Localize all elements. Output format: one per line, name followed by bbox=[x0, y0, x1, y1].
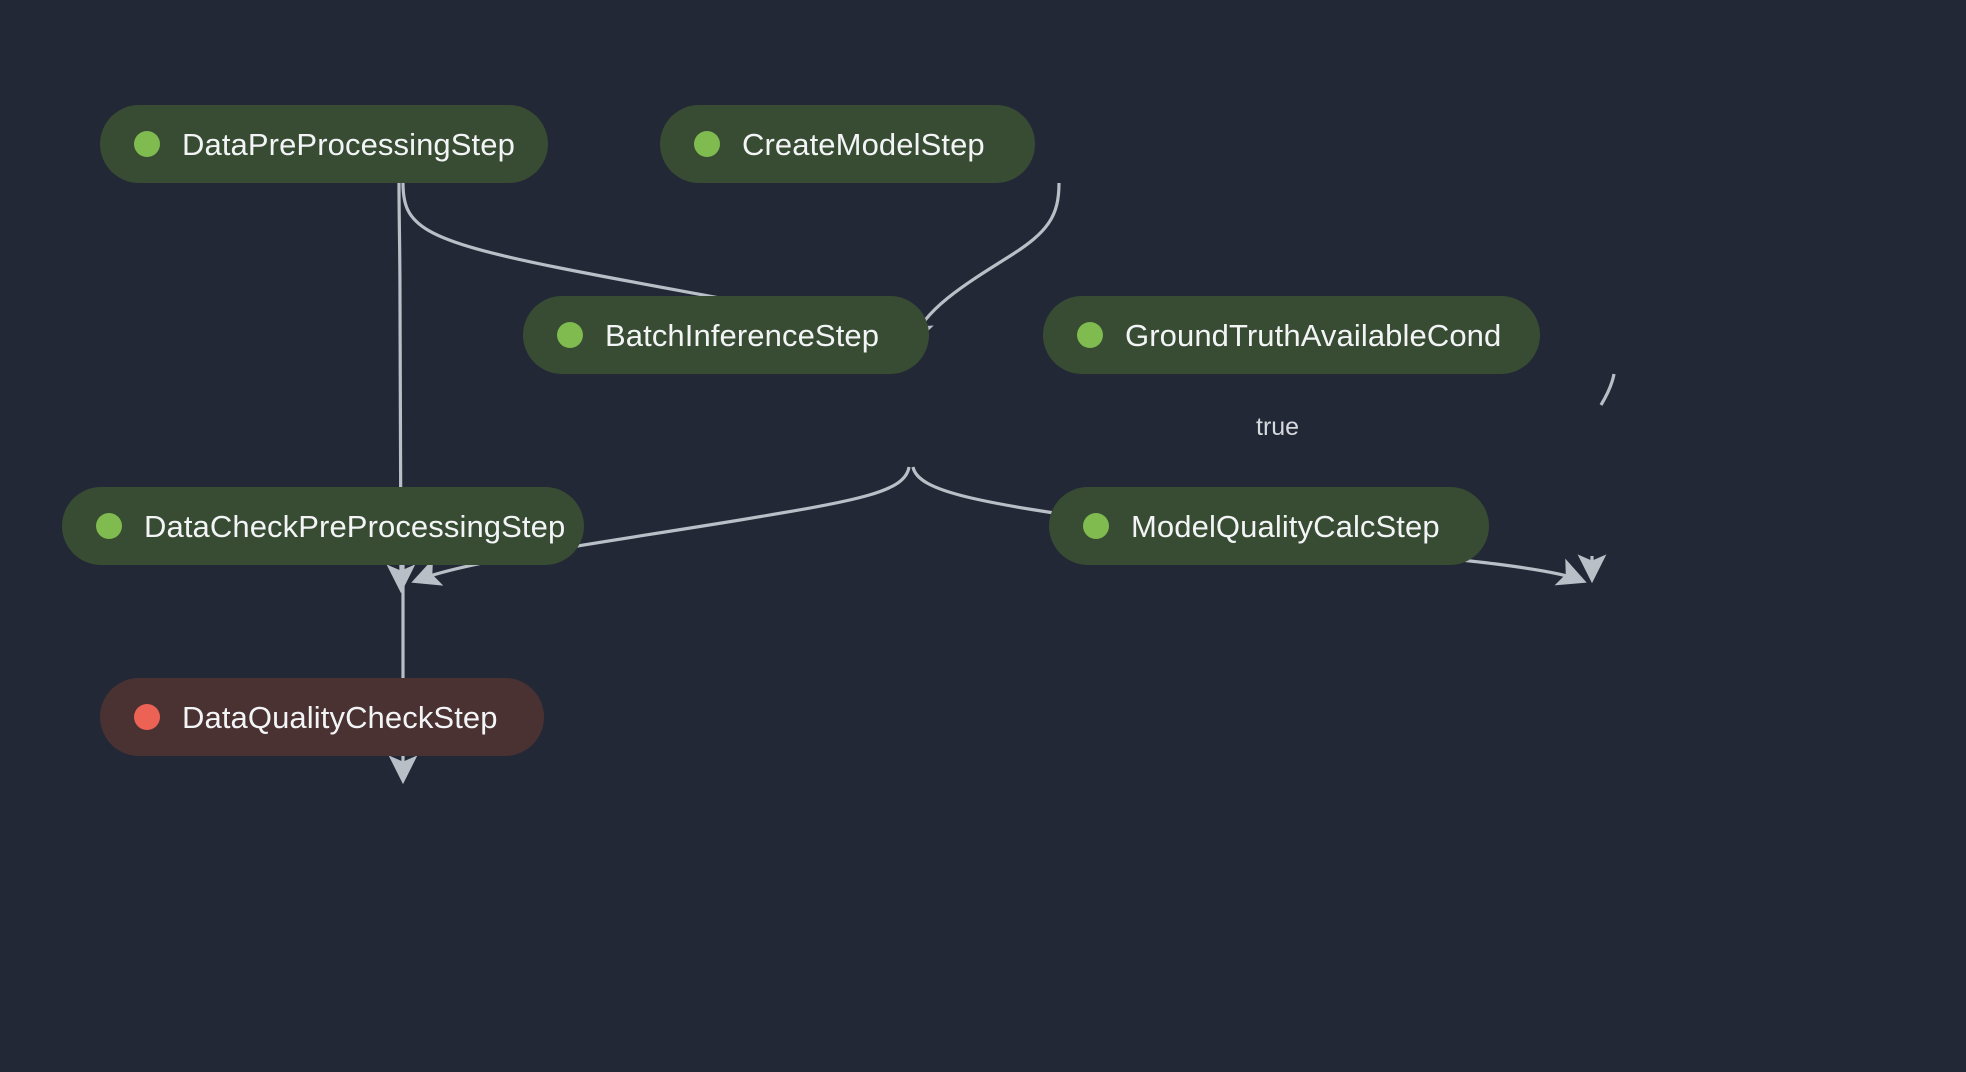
status-dot-icon bbox=[557, 322, 583, 348]
node-label: GroundTruthAvailableCond bbox=[1125, 317, 1502, 353]
node-label: DataCheckPreProcessingStep bbox=[144, 508, 566, 544]
node-label: BatchInferenceStep bbox=[605, 317, 880, 353]
node-label: DataPreProcessingStep bbox=[182, 126, 515, 162]
node-batch-inference-step[interactable]: BatchInferenceStep bbox=[523, 296, 929, 374]
node-label: ModelQualityCalcStep bbox=[1131, 508, 1440, 544]
status-dot-icon bbox=[134, 704, 160, 730]
edge-label-true: true bbox=[1256, 413, 1300, 441]
edge-path-createmodel-to-batchinference bbox=[906, 182, 1061, 348]
node-model-quality-calc-step[interactable]: ModelQualityCalcStep bbox=[1049, 487, 1489, 565]
node-data-check-pre-processing-step[interactable]: DataCheckPreProcessingStep bbox=[62, 487, 584, 565]
node-data-pre-processing-step[interactable]: DataPreProcessingStep bbox=[100, 105, 548, 183]
status-dot-icon bbox=[1083, 513, 1109, 539]
status-dot-icon bbox=[694, 131, 720, 157]
status-dot-icon bbox=[96, 513, 122, 539]
node-ground-truth-available-cond[interactable]: GroundTruthAvailableCond bbox=[1043, 296, 1540, 374]
edge-path-groundtruthcond-to-modelqualitycalc-upper bbox=[1599, 373, 1616, 406]
node-label: CreateModelStep bbox=[742, 126, 985, 162]
status-dot-icon bbox=[134, 131, 160, 157]
node-label: DataQualityCheckStep bbox=[182, 699, 498, 735]
node-data-quality-check-step[interactable]: DataQualityCheckStep bbox=[100, 678, 544, 756]
status-dot-icon bbox=[1077, 322, 1103, 348]
node-create-model-step[interactable]: CreateModelStep bbox=[660, 105, 1035, 183]
